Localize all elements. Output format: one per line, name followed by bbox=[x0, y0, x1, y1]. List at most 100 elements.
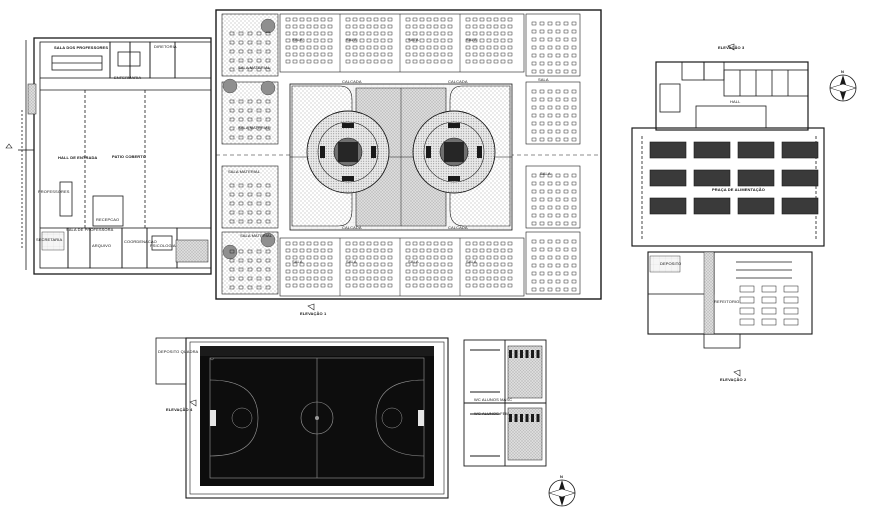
desk bbox=[247, 40, 253, 45]
desk bbox=[419, 59, 425, 64]
desk bbox=[292, 45, 298, 50]
refeitorio-table bbox=[739, 285, 755, 293]
desk bbox=[247, 31, 253, 36]
desk bbox=[352, 52, 358, 57]
desk bbox=[539, 197, 545, 202]
desk bbox=[571, 263, 577, 268]
label-sala-9: SALA bbox=[408, 259, 419, 264]
desk bbox=[292, 17, 298, 22]
desk bbox=[547, 69, 553, 74]
desk bbox=[486, 24, 492, 29]
desk bbox=[265, 249, 271, 254]
label-sala-8: SALA bbox=[346, 259, 357, 264]
label-sala-6: SALA bbox=[540, 171, 551, 176]
desk bbox=[507, 269, 513, 274]
desk bbox=[345, 59, 351, 64]
desk bbox=[507, 255, 513, 260]
desk bbox=[229, 108, 235, 113]
courtyard bbox=[289, 83, 513, 231]
classroom-block bbox=[215, 9, 602, 300]
desk bbox=[493, 276, 499, 281]
desk bbox=[571, 61, 577, 66]
desk bbox=[472, 24, 478, 29]
desk bbox=[493, 255, 499, 260]
desk bbox=[306, 255, 312, 260]
desk bbox=[563, 189, 569, 194]
desk bbox=[306, 241, 312, 246]
desk bbox=[433, 38, 439, 43]
wc-stall bbox=[531, 350, 534, 358]
desk bbox=[465, 276, 471, 281]
desk bbox=[555, 239, 561, 244]
desk bbox=[229, 285, 235, 290]
desk bbox=[359, 45, 365, 50]
desk bbox=[493, 17, 499, 22]
desk bbox=[238, 201, 244, 206]
desk bbox=[555, 37, 561, 42]
desk bbox=[292, 262, 298, 267]
desk bbox=[292, 52, 298, 57]
desk bbox=[345, 283, 351, 288]
desk bbox=[292, 59, 298, 64]
desk bbox=[479, 269, 485, 274]
refeitorio-table bbox=[783, 296, 799, 304]
desk bbox=[352, 269, 358, 274]
desk bbox=[563, 61, 569, 66]
desk bbox=[555, 29, 561, 34]
desk bbox=[500, 283, 506, 288]
desk bbox=[247, 49, 253, 54]
desk bbox=[306, 248, 312, 253]
label-sala-material-3: SALA MATERIAL bbox=[228, 169, 261, 174]
desk bbox=[440, 59, 446, 64]
desk bbox=[539, 45, 545, 50]
desk bbox=[419, 276, 425, 281]
desk bbox=[380, 269, 386, 274]
desk bbox=[313, 269, 319, 274]
desk bbox=[563, 129, 569, 134]
desk bbox=[571, 105, 577, 110]
label-calcada-1: CALCADA bbox=[342, 79, 362, 84]
desk bbox=[380, 241, 386, 246]
desk bbox=[507, 241, 513, 246]
desk bbox=[229, 258, 235, 263]
desk bbox=[285, 262, 291, 267]
desk bbox=[380, 59, 386, 64]
desk bbox=[359, 52, 365, 57]
desk bbox=[472, 31, 478, 36]
desk bbox=[465, 45, 471, 50]
desk bbox=[447, 24, 453, 29]
label-elevacao-4: ELEVAÇÃO 4 bbox=[166, 407, 193, 412]
desk bbox=[563, 279, 569, 284]
desk bbox=[373, 276, 379, 281]
desk bbox=[229, 276, 235, 281]
desk bbox=[238, 58, 244, 63]
desk bbox=[256, 183, 262, 188]
desk bbox=[465, 38, 471, 43]
desk bbox=[285, 276, 291, 281]
desk bbox=[238, 135, 244, 140]
desk bbox=[247, 135, 253, 140]
desk bbox=[563, 21, 569, 26]
desk bbox=[412, 255, 418, 260]
desk bbox=[320, 269, 326, 274]
desk bbox=[539, 61, 545, 66]
desk bbox=[555, 113, 561, 118]
desk bbox=[256, 108, 262, 113]
desk bbox=[472, 45, 478, 50]
desk bbox=[447, 17, 453, 22]
desk bbox=[366, 262, 372, 267]
label-deposito-quadra: DEPOSITO QUADRA bbox=[158, 349, 199, 354]
desk bbox=[345, 269, 351, 274]
desk bbox=[359, 269, 365, 274]
label-sala-7: SALA bbox=[292, 259, 303, 264]
desk bbox=[447, 276, 453, 281]
desk bbox=[571, 181, 577, 186]
desk bbox=[265, 135, 271, 140]
desk bbox=[547, 113, 553, 118]
desk bbox=[366, 17, 372, 22]
desk bbox=[313, 38, 319, 43]
desk bbox=[412, 24, 418, 29]
desk bbox=[419, 283, 425, 288]
desk bbox=[500, 17, 506, 22]
desk bbox=[555, 287, 561, 292]
